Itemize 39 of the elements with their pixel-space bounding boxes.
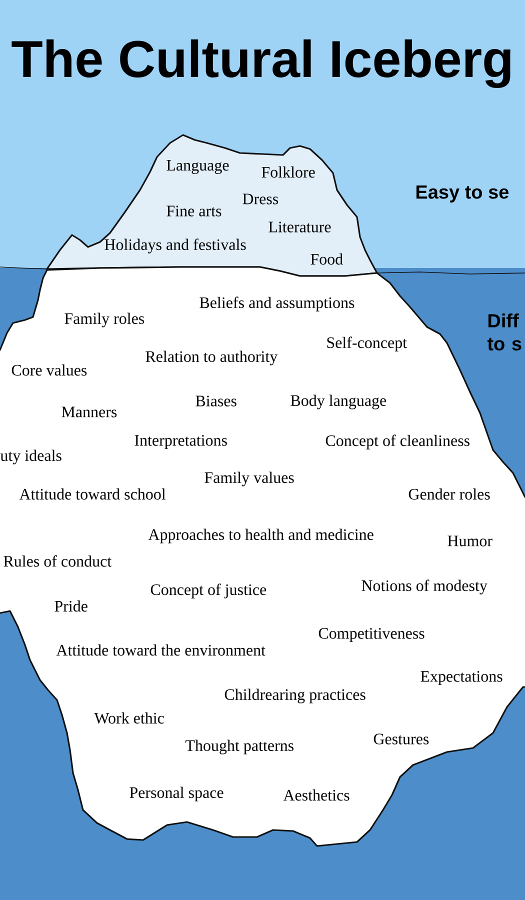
term-label: Approaches to health and medicine bbox=[148, 528, 374, 544]
term-label: Thought patterns bbox=[185, 740, 294, 754]
term-label: Rules of conduct bbox=[4, 555, 112, 567]
term-label: Family roles bbox=[64, 312, 144, 328]
zone-label: Diff to s bbox=[487, 314, 522, 350]
term-label: Core values bbox=[12, 364, 87, 376]
term-label: Aesthetics bbox=[283, 789, 350, 801]
term-label: Holidays and festivals bbox=[104, 238, 246, 254]
term-label: Humor bbox=[448, 536, 492, 546]
term-label: Fine arts bbox=[166, 206, 222, 216]
term-label: Body language bbox=[290, 394, 386, 410]
term-label: Interpretations bbox=[134, 435, 227, 449]
term-label: Expectations bbox=[420, 671, 502, 685]
term-label: Beliefs and assumptions bbox=[200, 296, 354, 312]
term-label: uty ideals bbox=[0, 450, 62, 464]
term-label: Gender roles bbox=[408, 488, 490, 500]
term-label: Childrearing practices bbox=[224, 688, 366, 704]
term-label: Competitiveness bbox=[318, 628, 424, 642]
term-label: Pride bbox=[54, 600, 88, 612]
term-label: Literature bbox=[268, 222, 331, 232]
term-label: Biases bbox=[196, 396, 236, 406]
term-label: Food bbox=[310, 253, 343, 265]
term-label: Dress bbox=[242, 194, 278, 204]
term-label: Manners bbox=[62, 406, 117, 418]
term-label: Language bbox=[166, 160, 229, 174]
term-label: Concept of cleanliness bbox=[326, 434, 470, 450]
term-label: Concept of justice bbox=[150, 584, 266, 598]
term-label: Attitude toward the environment bbox=[56, 644, 266, 656]
term-label: Self-concept bbox=[327, 336, 407, 352]
title: The Cultural Iceberg bbox=[12, 39, 510, 88]
zone-label: Easy to se bbox=[416, 186, 509, 202]
term-label: Work ethic bbox=[94, 712, 164, 724]
term-label: Relation to authority bbox=[146, 350, 278, 366]
term-label: Notions of modesty bbox=[362, 580, 488, 594]
term-label: Attitude toward school bbox=[19, 488, 166, 500]
term-label: Personal space bbox=[130, 786, 224, 802]
term-label: Family values bbox=[204, 472, 294, 486]
term-label: Folklore bbox=[262, 166, 315, 178]
term-label: Gestures bbox=[374, 734, 429, 744]
